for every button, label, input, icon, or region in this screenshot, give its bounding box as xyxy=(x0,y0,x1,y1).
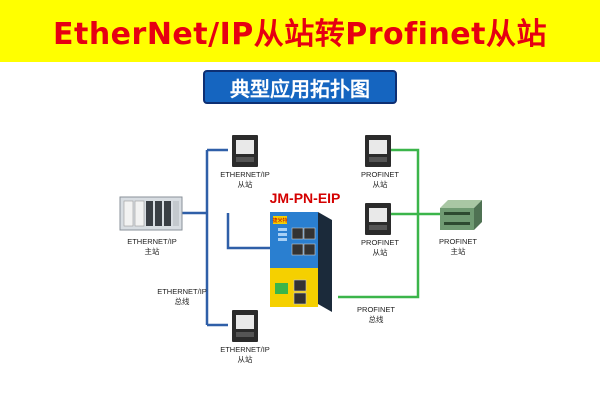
pn-slave-1-label-line2: 从站 xyxy=(373,179,388,189)
eip-master-label-line2: 主站 xyxy=(145,246,160,256)
eip-slave-bottom-label-line1: ETHERNET/IP xyxy=(220,345,270,354)
eip-bus-label-line2: 总线 xyxy=(175,296,190,306)
ethernet-ip-links xyxy=(180,148,270,327)
eip-slave-top-label-line1: ETHERNET/IP xyxy=(220,170,270,179)
pn-slave-1-drive-image xyxy=(365,135,391,167)
pn-bus-line xyxy=(338,148,420,299)
eip-gateway-link xyxy=(226,213,270,250)
page-subtitle: 典型应用拓扑图 xyxy=(230,76,370,101)
eip-bus-label-line1: ETHERNET/IP xyxy=(157,287,207,296)
pn-slave-2-label-line1: PROFINET xyxy=(361,238,399,247)
eip-master-label-line1: ETHERNET/IP xyxy=(127,237,177,246)
page-title: EtherNet/IP从站转Profinet从站 xyxy=(52,17,547,52)
eip-slave-bottom-label-line2: 从站 xyxy=(238,354,253,364)
pn-master-plc-image xyxy=(440,200,482,230)
gateway-brand-text: 捷米特 xyxy=(272,217,287,224)
pn-slave-1-label-line1: PROFINET xyxy=(361,170,399,179)
gateway-model-label: JM-PN-EIP xyxy=(270,190,341,206)
pn-slave-2-label-line2: 从站 xyxy=(373,247,388,257)
eip-slave-bottom-drive-image xyxy=(232,310,258,342)
pn-master-label-line1: PROFINET xyxy=(439,237,477,246)
eip-master-plc-image xyxy=(119,196,183,231)
eip-slave-top-label-line2: 从站 xyxy=(238,179,253,189)
title-banner: EtherNet/IP从站转Profinet从站 xyxy=(0,0,600,62)
pn-slave-2-drive-image xyxy=(365,203,391,235)
eip-slave-top-drive-image xyxy=(232,135,258,167)
subtitle-box: 典型应用拓扑图 xyxy=(203,70,397,104)
pn-bus-label-line2: 总线 xyxy=(369,314,384,324)
pn-bus-label-line1: PROFINET xyxy=(357,305,395,314)
pn-master-label-line2: 主站 xyxy=(451,246,466,256)
gateway-device-image xyxy=(270,212,332,312)
profinet-links xyxy=(338,148,440,299)
